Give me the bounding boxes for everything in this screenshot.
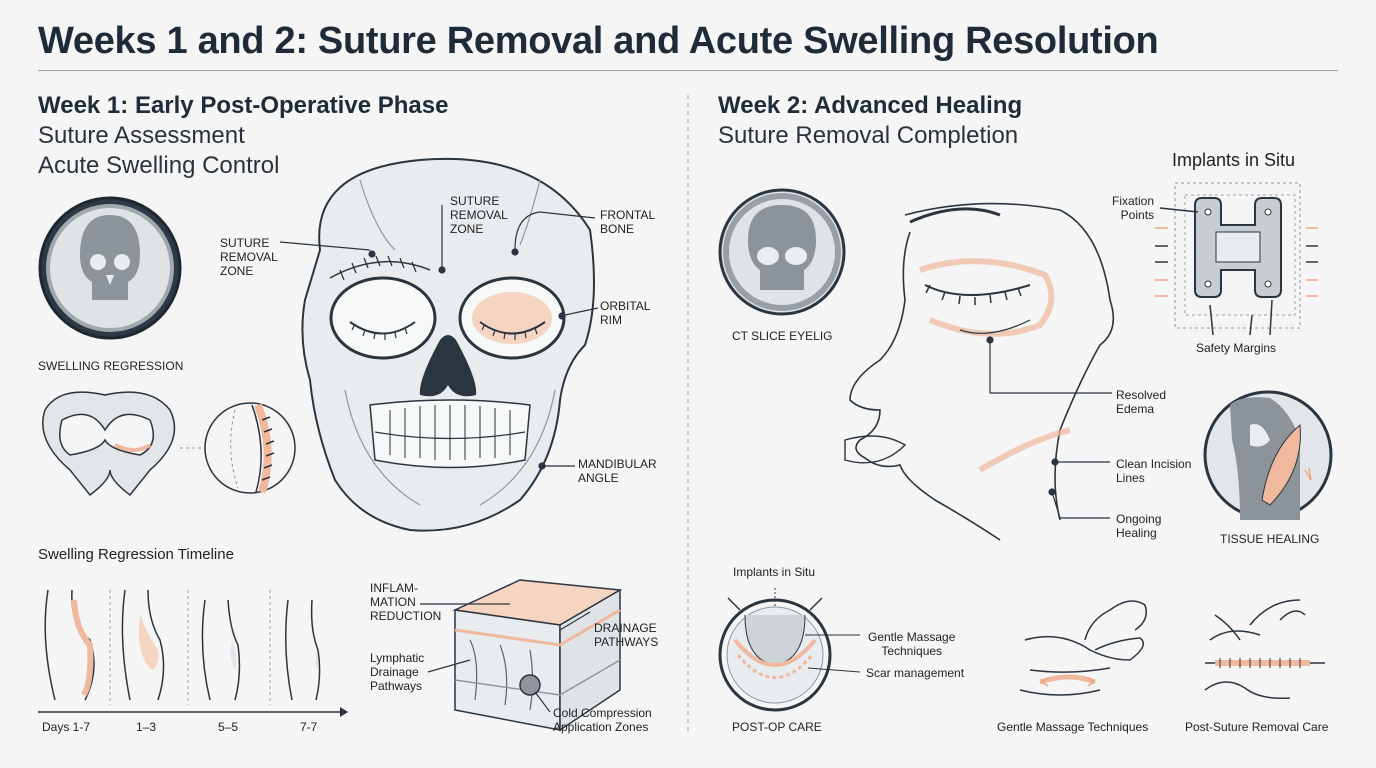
swelling-cross-section-icon (42, 391, 176, 497)
tissue-healing-circle-icon (1203, 390, 1333, 520)
page-title: Weeks 1 and 2: Suture Removal and Acute … (38, 20, 1159, 62)
implants-small-label: Implants in Situ (733, 565, 816, 579)
tissue-healing-label: TISSUE HEALING (1220, 532, 1320, 546)
orbital-rim-label: ORBITAL RIM (600, 299, 651, 327)
implant-plate-icon (1174, 182, 1301, 329)
postop-care-label: POST-OP CARE (732, 720, 822, 734)
timeline-arrow-icon (340, 707, 348, 717)
timeline-title: Swelling Regression Timeline (38, 546, 234, 563)
suture-closeup-circle-icon (204, 402, 296, 494)
post-suture-care-label: Post-Suture Removal Care (1185, 720, 1329, 734)
gentle-massage-small-label: Gentle Massage Techniques (868, 630, 956, 658)
drainage-label: DRAINAGE PATHWAYS (594, 621, 659, 649)
timeline-label-4: 7-7 (300, 720, 318, 734)
suture-removal-care-icon (1204, 599, 1325, 700)
face-leader-lines (986, 336, 1112, 519)
week2-heading: Week 2: Advanced Healing (718, 92, 1023, 119)
safety-margins-label: Safety Margins (1196, 341, 1277, 355)
inflammation-label: INFLAM- MATION REDUCTION (370, 581, 442, 623)
ongoing-healing-label: Ongoing Healing (1116, 512, 1162, 540)
implants-title: Implants in Situ (1172, 150, 1296, 170)
tissue-layers-icon (452, 579, 623, 732)
scar-management-label: Scar management (866, 666, 965, 680)
timeline-icons (44, 589, 321, 701)
resolved-edema-label: Resolved Edema (1116, 388, 1167, 416)
timeline-label-3: 5–5 (218, 720, 239, 734)
implant-arrows-icon (1155, 227, 1318, 297)
skull-leader-lines (279, 205, 599, 470)
week1-sub2: Acute Swelling Control (38, 152, 280, 179)
massage-hands-icon (1019, 600, 1147, 696)
frontal-bone-label: FRONTAL BONE (600, 208, 656, 236)
timeline-label-1: Days 1-7 (42, 720, 91, 734)
cold-compression-label: Cold Compression Application Zones (553, 706, 652, 734)
week1-heading: Week 1: Early Post-Operative Phase (38, 92, 449, 119)
ct-slice-label: CT SLICE EYELIG (732, 329, 833, 343)
mandibular-angle-label: MANDIBULAR ANGLE (578, 457, 657, 485)
suture-top-label: SUTURE REMOVAL ZONE (450, 194, 508, 236)
suture-left-label: SUTURE REMOVAL ZONE (220, 236, 278, 278)
lymphatic-label: Lymphatic Drainage Pathways (370, 651, 425, 693)
week2-sub1: Suture Removal Completion (718, 122, 1019, 149)
ct-slice-circle-icon (718, 188, 846, 316)
week1-sub1: Suture Assessment (38, 122, 245, 149)
timeline-label-2: 1–3 (136, 720, 157, 734)
clean-incision-label: Clean Incision Lines (1116, 457, 1192, 485)
skull-xray-circle-icon (38, 196, 182, 340)
tissue-leader-lines (420, 603, 591, 713)
postop-care-circle-icon (718, 588, 861, 712)
swelling-regression-label: SWELLING REGRESSION (38, 359, 184, 373)
face-profile-icon (844, 202, 1115, 541)
gentle-massage-label: Gentle Massage Techniques (997, 720, 1149, 734)
fixation-points-label: Fixation Points (1112, 194, 1155, 222)
skull-illustration-icon (301, 157, 595, 532)
title-divider (38, 70, 1338, 71)
